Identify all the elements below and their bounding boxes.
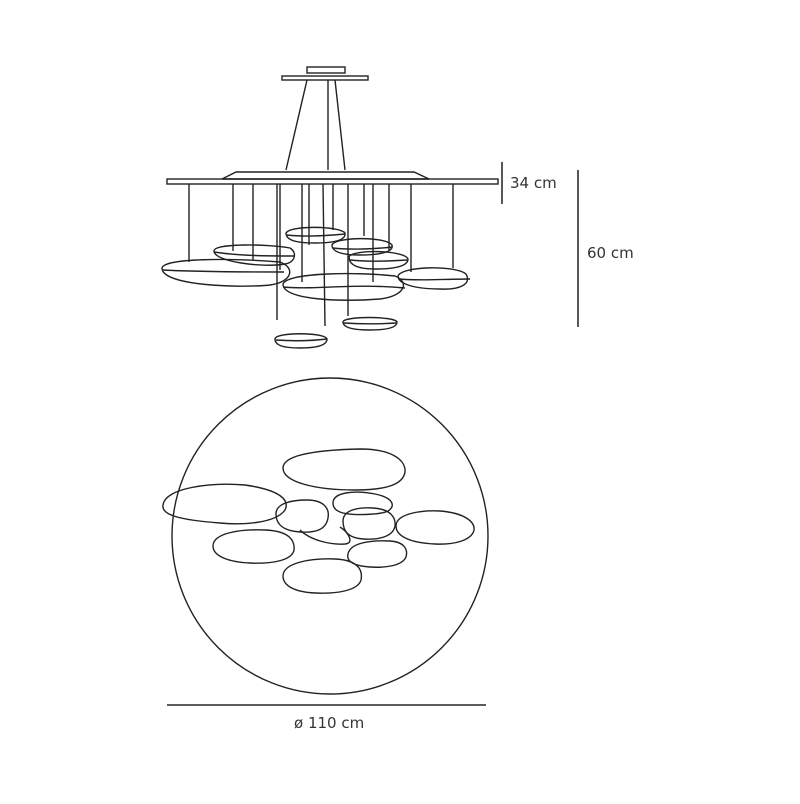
- ceiling-plate: [281, 75, 369, 81]
- side-discs: [161, 226, 471, 349]
- stem-left-edge: [285, 79, 308, 171]
- diameter-label: ø 110 cm: [294, 714, 365, 732]
- total-height-label: 60 cm: [587, 244, 634, 262]
- stem-right-edge: [334, 79, 346, 171]
- canopy-height-label: 34 cm: [510, 174, 557, 192]
- hanging-rods: [188, 183, 454, 327]
- side-elevation-view: [161, 66, 499, 349]
- top-plan-view: [162, 377, 489, 695]
- main-plate: [166, 178, 499, 185]
- ceiling-canopy: [306, 66, 346, 74]
- plan-outline-circle: [171, 377, 489, 695]
- support-plate: [221, 171, 430, 180]
- plan-discs: [162, 448, 475, 594]
